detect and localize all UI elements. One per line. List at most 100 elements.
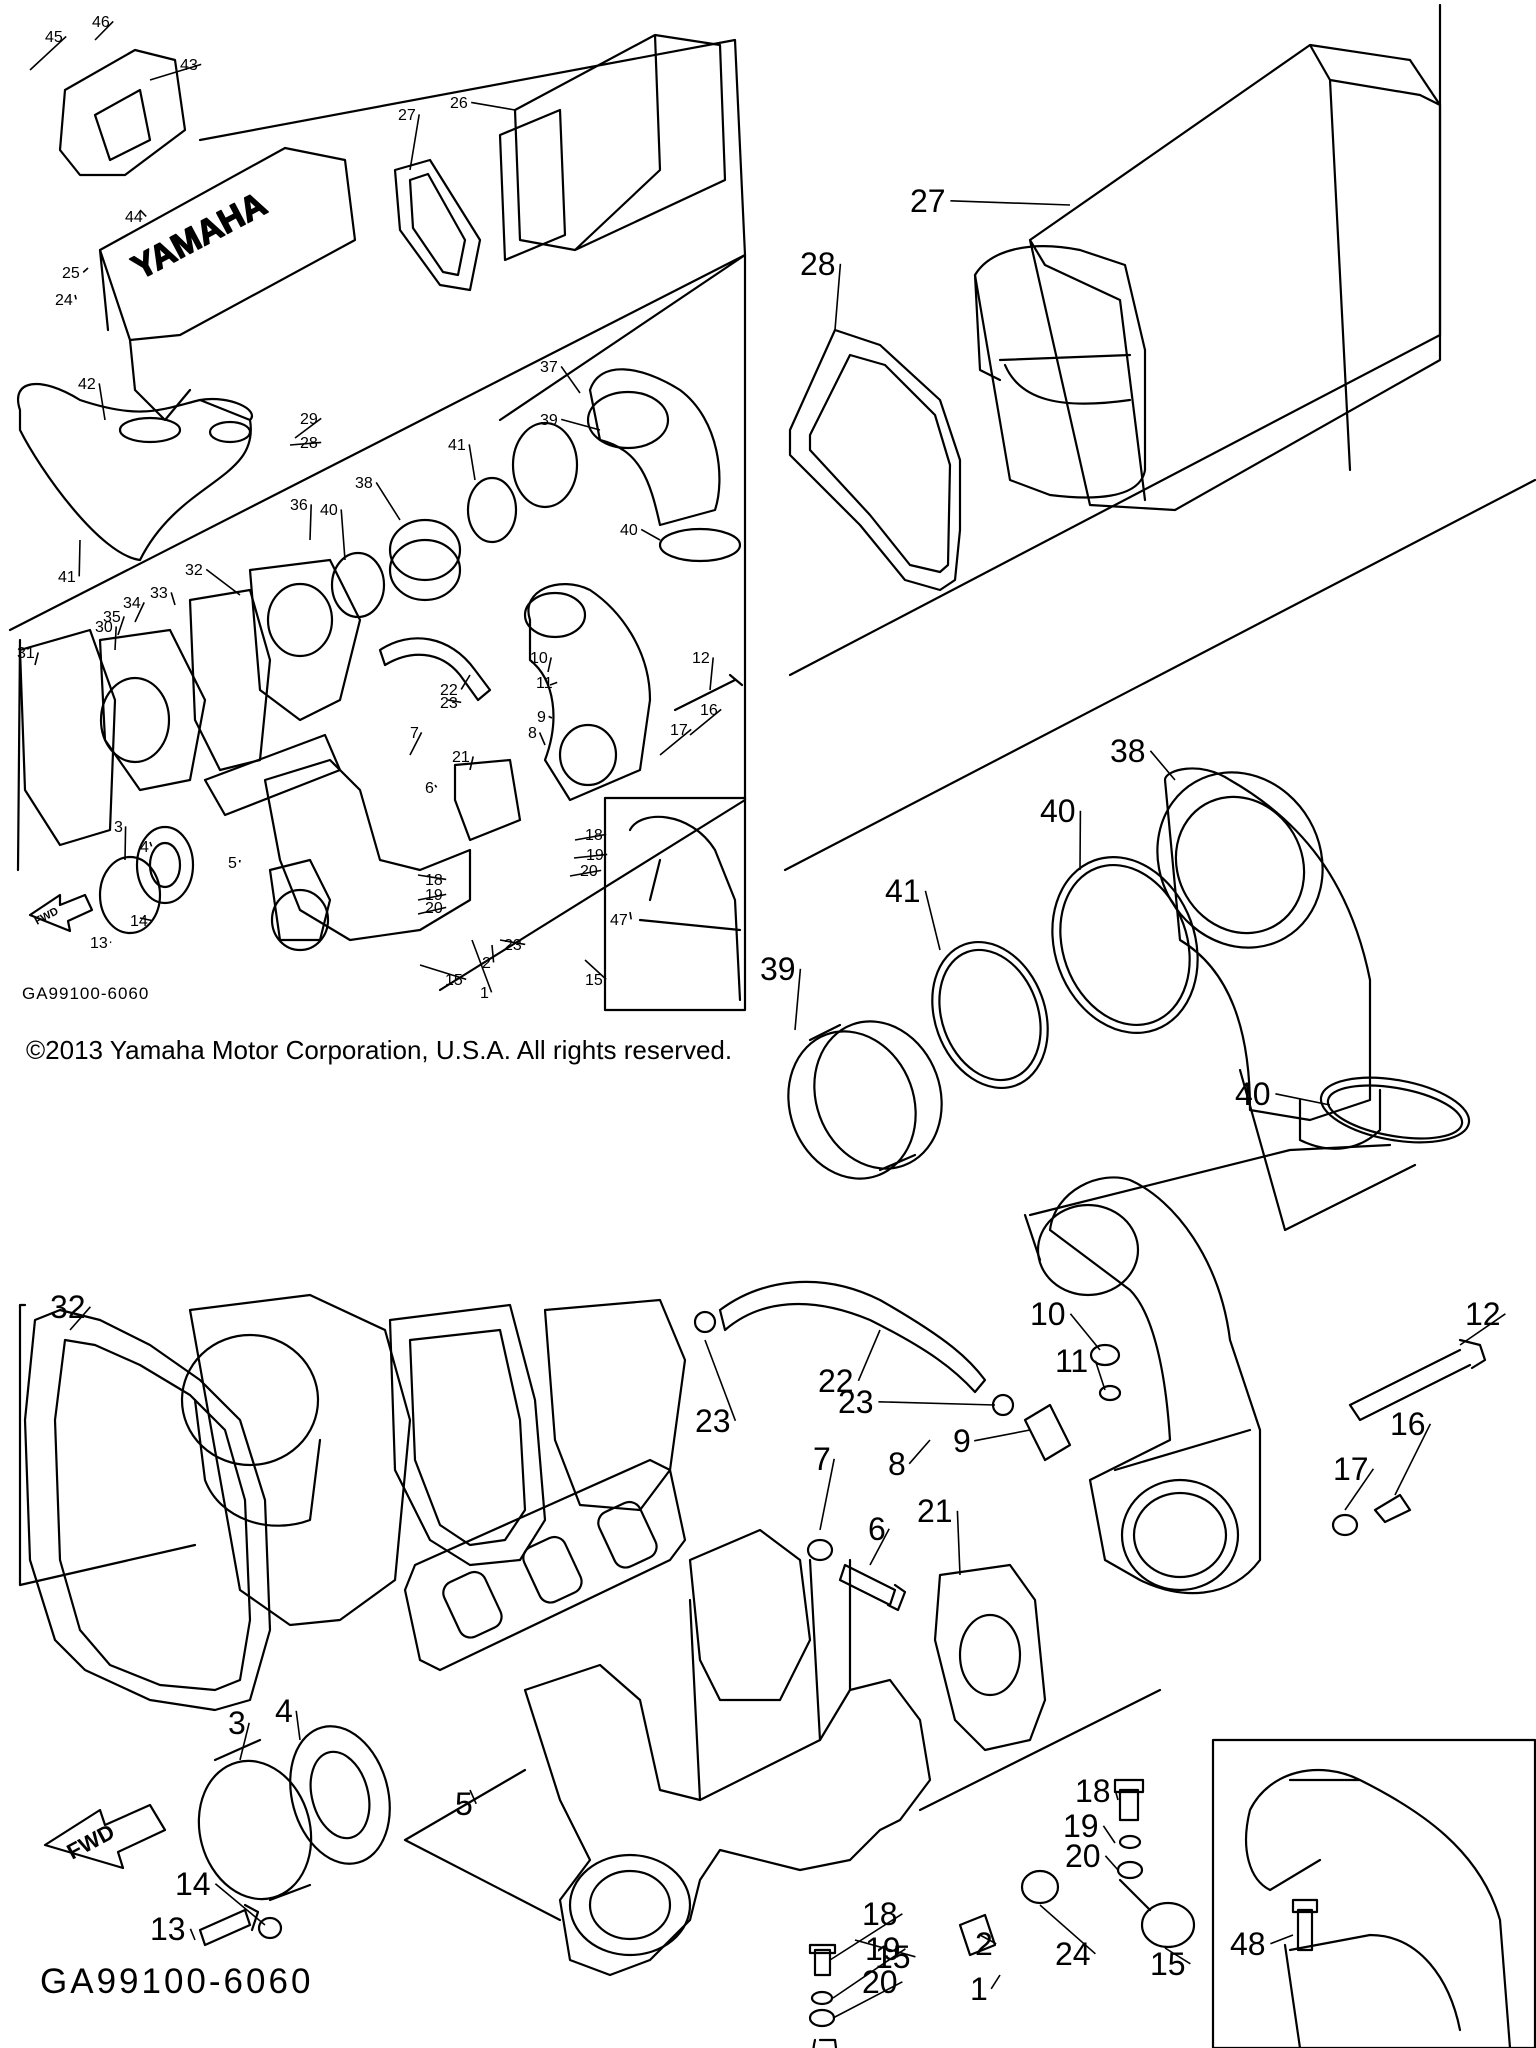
- upper-leader-40: [1275, 1093, 1331, 1106]
- small-leader-16: [689, 708, 722, 736]
- fwd-arrow-small: [28, 893, 94, 933]
- lower-callout-18: 18: [1075, 1773, 1111, 1809]
- small-leader-29: [294, 417, 322, 439]
- lower-callout-9: 9: [953, 1423, 971, 1459]
- small-leader-46: [94, 20, 114, 41]
- small-callout-21: 21: [452, 749, 470, 766]
- small-leader-20: [569, 869, 602, 877]
- overview-frame-lines: [8, 38, 747, 992]
- part-32-gasket-big: [23, 1308, 272, 1712]
- part-18-bolt-big-b: [1113, 1778, 1145, 1822]
- part-22-hose-small: [378, 637, 492, 702]
- small-callout-32: 32: [185, 562, 203, 579]
- small-callout-6: 6: [425, 780, 434, 797]
- part-3-cover-big: [197, 1759, 313, 1901]
- part-28-gasket: [393, 158, 482, 292]
- lower-callout-7: 7: [813, 1441, 831, 1477]
- part-33-housing: [248, 558, 362, 722]
- upper-callout-40: 40: [1235, 1076, 1271, 1112]
- part-3-cover-small: [98, 855, 162, 935]
- part-2-nipple-big: [958, 1913, 997, 1957]
- small-callout-18: 18: [585, 827, 603, 844]
- small-callout-42: 42: [78, 376, 96, 393]
- small-leader-1: [471, 939, 493, 993]
- small-callout-29: 29: [300, 411, 318, 428]
- lower-callout-23: 23: [838, 1384, 874, 1420]
- part-12-bolt-small: [673, 673, 744, 712]
- small-callout-12: 12: [692, 650, 710, 667]
- small-callout-28: 28: [300, 435, 318, 452]
- small-callout-45: 45: [45, 29, 63, 46]
- part-27-airbox-big: [1028, 43, 1442, 512]
- small-callout-39: 39: [540, 412, 558, 429]
- lower-callout-2: 2: [975, 1926, 993, 1962]
- small-leader-18: [417, 874, 447, 881]
- part-23-clip-big: [991, 1393, 1015, 1417]
- diagram-code-big: GA99100-6060: [40, 1962, 314, 2001]
- small-leader-33: [170, 592, 176, 606]
- lower-callout-15: 15: [875, 1939, 911, 1975]
- lower-leader-10: [1069, 1313, 1101, 1351]
- inset-box-big: [1211, 1738, 1536, 2048]
- part-17-washer-big: [1331, 1513, 1359, 1537]
- part-22-hose-big: [718, 1280, 987, 1394]
- part-40-clamp-small-b: [658, 527, 742, 563]
- lower-callout-21: 21: [917, 1493, 953, 1529]
- small-callout-23: 23: [440, 695, 458, 712]
- lower-callout-19: 19: [1063, 1808, 1099, 1844]
- lower-leader-22: [857, 1329, 881, 1382]
- part-12-bolt-big: [1348, 1338, 1487, 1422]
- small-leader-28: [289, 441, 322, 446]
- upper-callout-38: 38: [1110, 733, 1146, 769]
- small-callout-47: 47: [610, 912, 628, 929]
- lower-callout-17: 17: [1333, 1451, 1369, 1487]
- part-23-clip-big-b: [693, 1310, 717, 1334]
- part-41-clamp-big: [931, 940, 1049, 1090]
- lower-callout-19: 19: [865, 1931, 901, 1967]
- lower-callout-8: 8: [888, 1446, 906, 1482]
- lower-callout-16: 16: [1390, 1406, 1426, 1442]
- inset-box-small: [603, 796, 747, 1012]
- part-10-cap-big: [1089, 1343, 1121, 1367]
- small-callout-40: 40: [320, 502, 338, 519]
- lower-leader-14: [214, 1883, 266, 1926]
- part-14-washer-big: [257, 1916, 283, 1940]
- small-leader-40: [340, 509, 346, 561]
- small-leader-17: [659, 728, 692, 756]
- small-leader-12: [709, 657, 714, 691]
- part-7-washer-big: [806, 1538, 834, 1562]
- lower-leader-19: [832, 1948, 906, 1999]
- small-leader-19: [573, 853, 608, 859]
- small-callout-35: 35: [103, 609, 121, 626]
- part-21-gasket-big: [933, 1563, 1047, 1752]
- small-callout-37: 37: [540, 359, 558, 376]
- lower-leader-17: [1344, 1468, 1375, 1511]
- part-21-gasket-small: [453, 758, 522, 842]
- lower-callout-32: 32: [50, 1289, 86, 1325]
- lower-leader-12: [1459, 1313, 1506, 1346]
- part-6-bolt-big: [838, 1563, 907, 1612]
- small-callout-15: 15: [585, 972, 603, 989]
- part-39-sleeve-small: [388, 518, 462, 582]
- lower-leader-24: [1039, 1904, 1096, 1955]
- part-4-gasket-small: [135, 825, 195, 905]
- part-38-elbow-big: [1163, 767, 1372, 1122]
- small-callout-14: 14: [130, 913, 148, 930]
- small-leader-47: [629, 911, 632, 920]
- small-leader-11: [549, 681, 558, 686]
- small-leader-21: [469, 756, 474, 771]
- small-leader-23: [499, 939, 526, 946]
- small-callout-38: 38: [355, 475, 373, 492]
- lower-callout-10: 10: [1030, 1296, 1066, 1332]
- lower-leader-15: [1164, 1947, 1191, 1965]
- part-32-gasket-small: [18, 628, 117, 847]
- part-11-washer-big: [1098, 1384, 1122, 1402]
- small-leader-41: [468, 444, 476, 481]
- lower-callout-24: 24: [1055, 1936, 1091, 1972]
- lower-leader-5: [469, 1789, 477, 1805]
- yamaha-marking: YAMAHA: [126, 185, 273, 287]
- part-24-clip-big: [1020, 1869, 1060, 1905]
- small-callout-31: 31: [17, 645, 35, 662]
